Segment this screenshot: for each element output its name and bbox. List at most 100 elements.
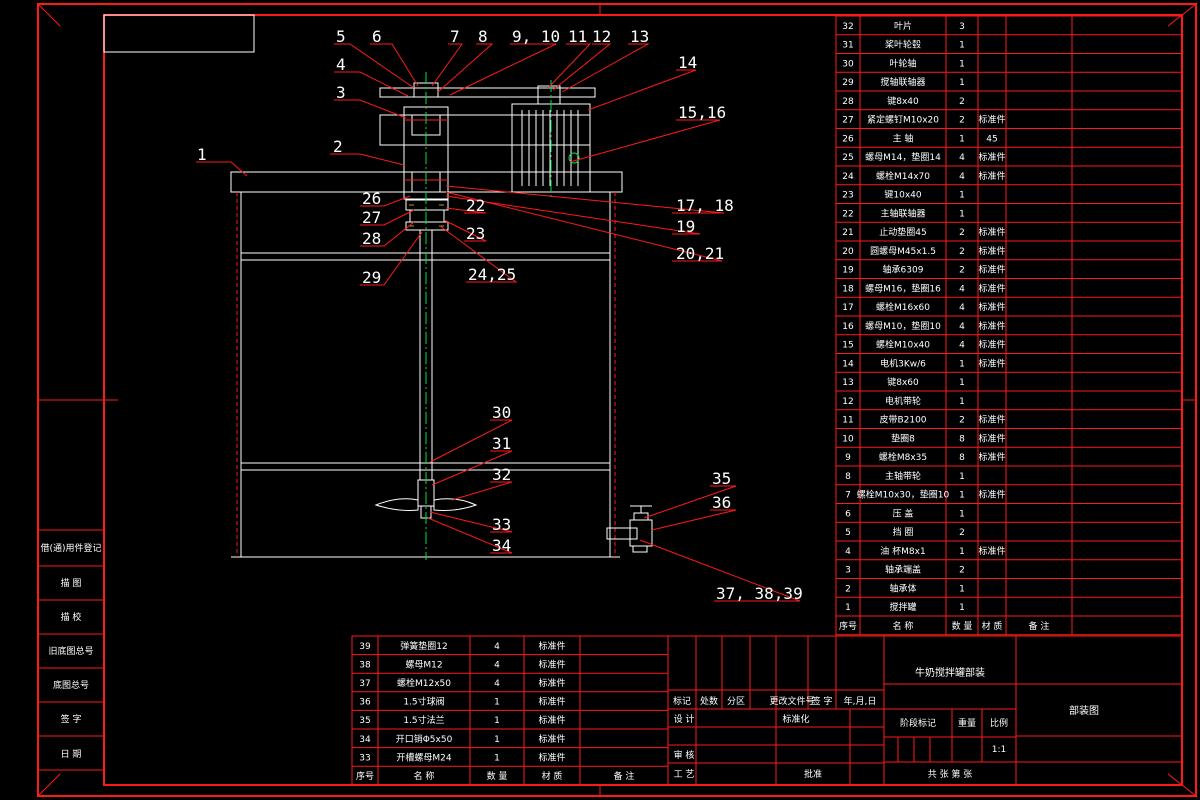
title-row-label: 年,月,日 <box>844 695 877 707</box>
parts-right-cell: 21 <box>842 228 853 238</box>
balloon: 22 <box>466 196 485 215</box>
parts-right-cell: 1 <box>959 209 965 219</box>
parts-right-cell: 2 <box>959 416 965 426</box>
parts-right-cell: 32 <box>842 22 853 32</box>
parts-bottom-cell: 38 <box>359 660 371 670</box>
parts-right-cell: 1 <box>959 491 965 501</box>
parts-right-cell: 15 <box>842 341 853 351</box>
parts-right-header-cell: 备 注 <box>1029 620 1050 632</box>
parts-right-cell: 螺栓M10x40 <box>876 339 930 351</box>
title-row-label: 处数 <box>700 695 718 707</box>
parts-right-cell: 17 <box>842 303 853 313</box>
parts-right-cell: 1 <box>959 472 965 482</box>
parts-right-cell: 23 <box>842 191 853 201</box>
parts-right-cell: 45 <box>986 134 997 144</box>
process-label: 工 艺 <box>674 769 695 780</box>
parts-right-cell: 1 <box>959 41 965 51</box>
parts-right-cell: 1 <box>845 603 851 613</box>
parts-bottom-cell: 36 <box>359 698 371 708</box>
parts-right-cell: 标准件 <box>978 320 1005 332</box>
parts-right-cell: 叶轮轴 <box>889 57 916 69</box>
parts-bottom-cell: 螺母M12 <box>405 659 442 670</box>
parts-right-cell: 标准件 <box>978 339 1005 351</box>
parts-right-cell: 2 <box>959 528 965 538</box>
parts-right-cell: 18 <box>842 284 854 294</box>
parts-right-cell: 30 <box>842 59 854 69</box>
parts-right-cell: 主轴联轴器 <box>880 207 925 219</box>
parts-right-header-cell: 序号 <box>839 620 857 632</box>
balloon: 6 <box>372 27 382 46</box>
balloon: 34 <box>492 536 511 555</box>
parts-right-cell: 轴承体 <box>889 582 916 594</box>
sheets-label: 共 张 第 张 <box>928 768 973 780</box>
parts-right-cell: 1 <box>959 509 965 519</box>
parts-right-cell: 叶片 <box>894 20 912 32</box>
balloon: 11 <box>568 27 587 46</box>
parts-right-cell: 压 盖 <box>893 507 914 519</box>
parts-right-cell: 标准件 <box>978 245 1005 257</box>
title-row-label: 签 字 <box>812 695 833 707</box>
parts-right-cell: 2 <box>959 566 965 576</box>
parts-right-cell: 垫圈8 <box>891 432 915 444</box>
parts-right-cell: 标准件 <box>978 489 1005 501</box>
parts-right-cell: 3 <box>959 22 965 32</box>
parts-right-cell: 标准件 <box>978 432 1005 444</box>
parts-right-cell: 键8x60 <box>887 376 919 388</box>
drawing-name: 牛奶搅拌罐部装 <box>915 666 985 679</box>
balloon: 2 <box>333 137 343 156</box>
parts-right-cell: 搅轴联轴器 <box>880 76 925 88</box>
balloon: 20,21 <box>676 244 724 263</box>
parts-right-cell: 螺栓M14x70 <box>876 170 930 182</box>
parts-bottom-cell: 标准件 <box>538 658 565 670</box>
left-strip-cell: 旧底图总号 <box>48 645 93 657</box>
parts-right-cell: 2 <box>959 97 965 107</box>
parts-bottom-cell: 35 <box>359 716 370 726</box>
title-row-label: 标记 <box>673 695 691 707</box>
parts-right-cell: 1 <box>959 59 965 69</box>
parts-bottom-cell: 弹簧垫圈12 <box>400 640 447 652</box>
balloon: 17, 18 <box>676 196 734 215</box>
balloon: 35 <box>712 469 731 488</box>
balloon: 9, 10 <box>512 27 560 46</box>
parts-right-cell: 1 <box>959 603 965 613</box>
parts-bottom-cell: 螺栓M12x50 <box>397 677 451 689</box>
parts-right-cell: 4 <box>959 153 965 163</box>
parts-bottom-header-cell: 序号 <box>356 770 374 782</box>
parts-bottom-cell: 标准件 <box>538 640 565 652</box>
balloon: 36 <box>712 493 731 512</box>
balloon: 28 <box>362 229 381 248</box>
balloon: 27 <box>362 208 381 227</box>
parts-bottom-cell: 标准件 <box>538 714 565 726</box>
parts-right-cell: 6 <box>845 509 851 519</box>
parts-right-cell: 4 <box>845 547 851 557</box>
parts-right-cell: 1 <box>959 397 965 407</box>
parts-bottom-cell: 37 <box>359 679 370 689</box>
title-row-label: 更改文件号 <box>769 695 814 707</box>
left-strip-cell: 签 字 <box>61 713 82 725</box>
standard-label: 标准化 <box>782 713 809 725</box>
parts-right-header-cell: 名 称 <box>893 620 914 632</box>
parts-right-cell: 止动垫圈45 <box>879 226 926 238</box>
parts-right-cell: 桨叶轮毂 <box>885 39 921 51</box>
left-strip-cell: 日 期 <box>61 749 82 760</box>
parts-right-cell: 皮带B2100 <box>879 414 926 426</box>
parts-right-cell: 螺母M10，垫圈10 <box>865 320 941 332</box>
parts-right-cell: 13 <box>842 378 853 388</box>
balloon: 13 <box>630 27 649 46</box>
balloon: 7 <box>450 27 460 46</box>
parts-bottom-cell: 33 <box>359 753 370 763</box>
parts-right-cell: 25 <box>842 153 853 163</box>
parts-right-cell: 28 <box>842 97 854 107</box>
parts-right-cell: 标准件 <box>978 226 1005 238</box>
balloon: 24,25 <box>468 265 516 284</box>
parts-right-cell: 轴承6309 <box>883 264 924 276</box>
parts-right-cell: 31 <box>842 41 853 51</box>
parts-bottom-cell: 标准件 <box>538 677 565 689</box>
parts-right-cell: 1 <box>959 584 965 594</box>
parts-right-cell: 标准件 <box>978 414 1005 426</box>
left-strip-cell: 底图总号 <box>53 679 89 691</box>
balloon: 19 <box>676 217 695 236</box>
balloon: 5 <box>336 27 346 46</box>
